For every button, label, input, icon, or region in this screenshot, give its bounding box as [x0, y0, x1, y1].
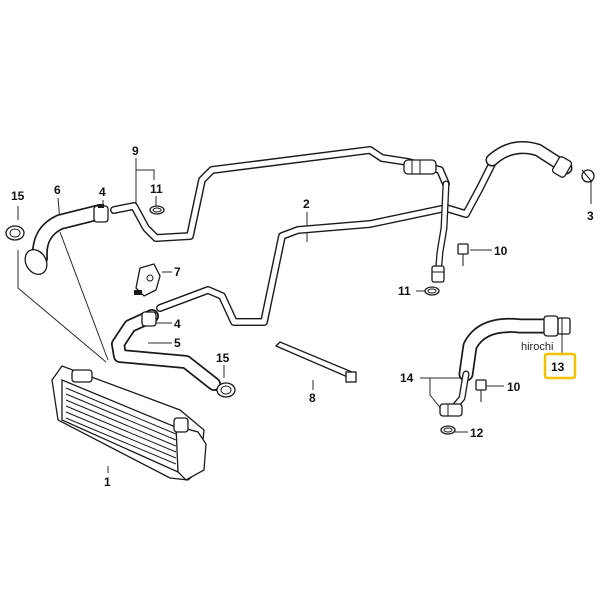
pipe-9	[110, 146, 450, 242]
part-6-hose	[24, 204, 108, 275]
callout-11-right: 11	[398, 284, 411, 298]
callout-4-top: 4	[99, 185, 106, 199]
callout-11-top: 11	[150, 182, 163, 196]
callout-10-lower: 10	[507, 380, 521, 394]
callout-3: 3	[587, 209, 594, 223]
part-5-hose	[111, 309, 221, 391]
callout-15-top: 15	[11, 189, 25, 203]
callout-14: 14	[400, 371, 414, 385]
part-10-bolt-lower	[475, 379, 487, 402]
part-10-bolt-top	[457, 243, 469, 266]
callout-13: 13	[551, 360, 565, 374]
hose-upper-right	[485, 141, 595, 183]
part-13-clamp	[543, 315, 571, 337]
watermark-text: hirochi	[521, 341, 553, 353]
callout-15-mid: 15	[216, 351, 230, 365]
part-15-clamp-mid	[216, 382, 236, 398]
part-12-oring	[440, 425, 456, 435]
callout-6: 6	[54, 183, 61, 197]
down-pipe-right	[403, 159, 450, 283]
highlight-box	[543, 352, 577, 380]
pipe-2	[156, 156, 498, 326]
callout-13-highlight: 13	[543, 352, 577, 380]
part-8-cable-tie	[274, 341, 357, 383]
part-14-hose	[439, 317, 556, 417]
callout-2: 2	[303, 197, 310, 211]
callout-labels: 15 6 4 9 11 2 3 10 11 7 4 5 15 8 1 14 10…	[11, 144, 594, 489]
part-15-clamp-top	[5, 225, 25, 241]
part-4-clamp-top	[93, 204, 109, 223]
callout-8: 8	[309, 391, 316, 405]
callout-9: 9	[132, 144, 139, 158]
part-7-bracket	[134, 263, 161, 297]
callout-1: 1	[104, 475, 111, 489]
callout-7: 7	[174, 265, 181, 279]
callout-5: 5	[174, 336, 181, 350]
callout-10-top: 10	[494, 244, 508, 258]
part-11-oring-right	[424, 286, 440, 296]
part-1-oil-cooler	[51, 365, 207, 481]
callout-12: 12	[470, 426, 484, 440]
callout-4-mid: 4	[174, 317, 181, 331]
leader-lines	[17, 158, 592, 473]
part-11-oring-top	[149, 205, 165, 215]
